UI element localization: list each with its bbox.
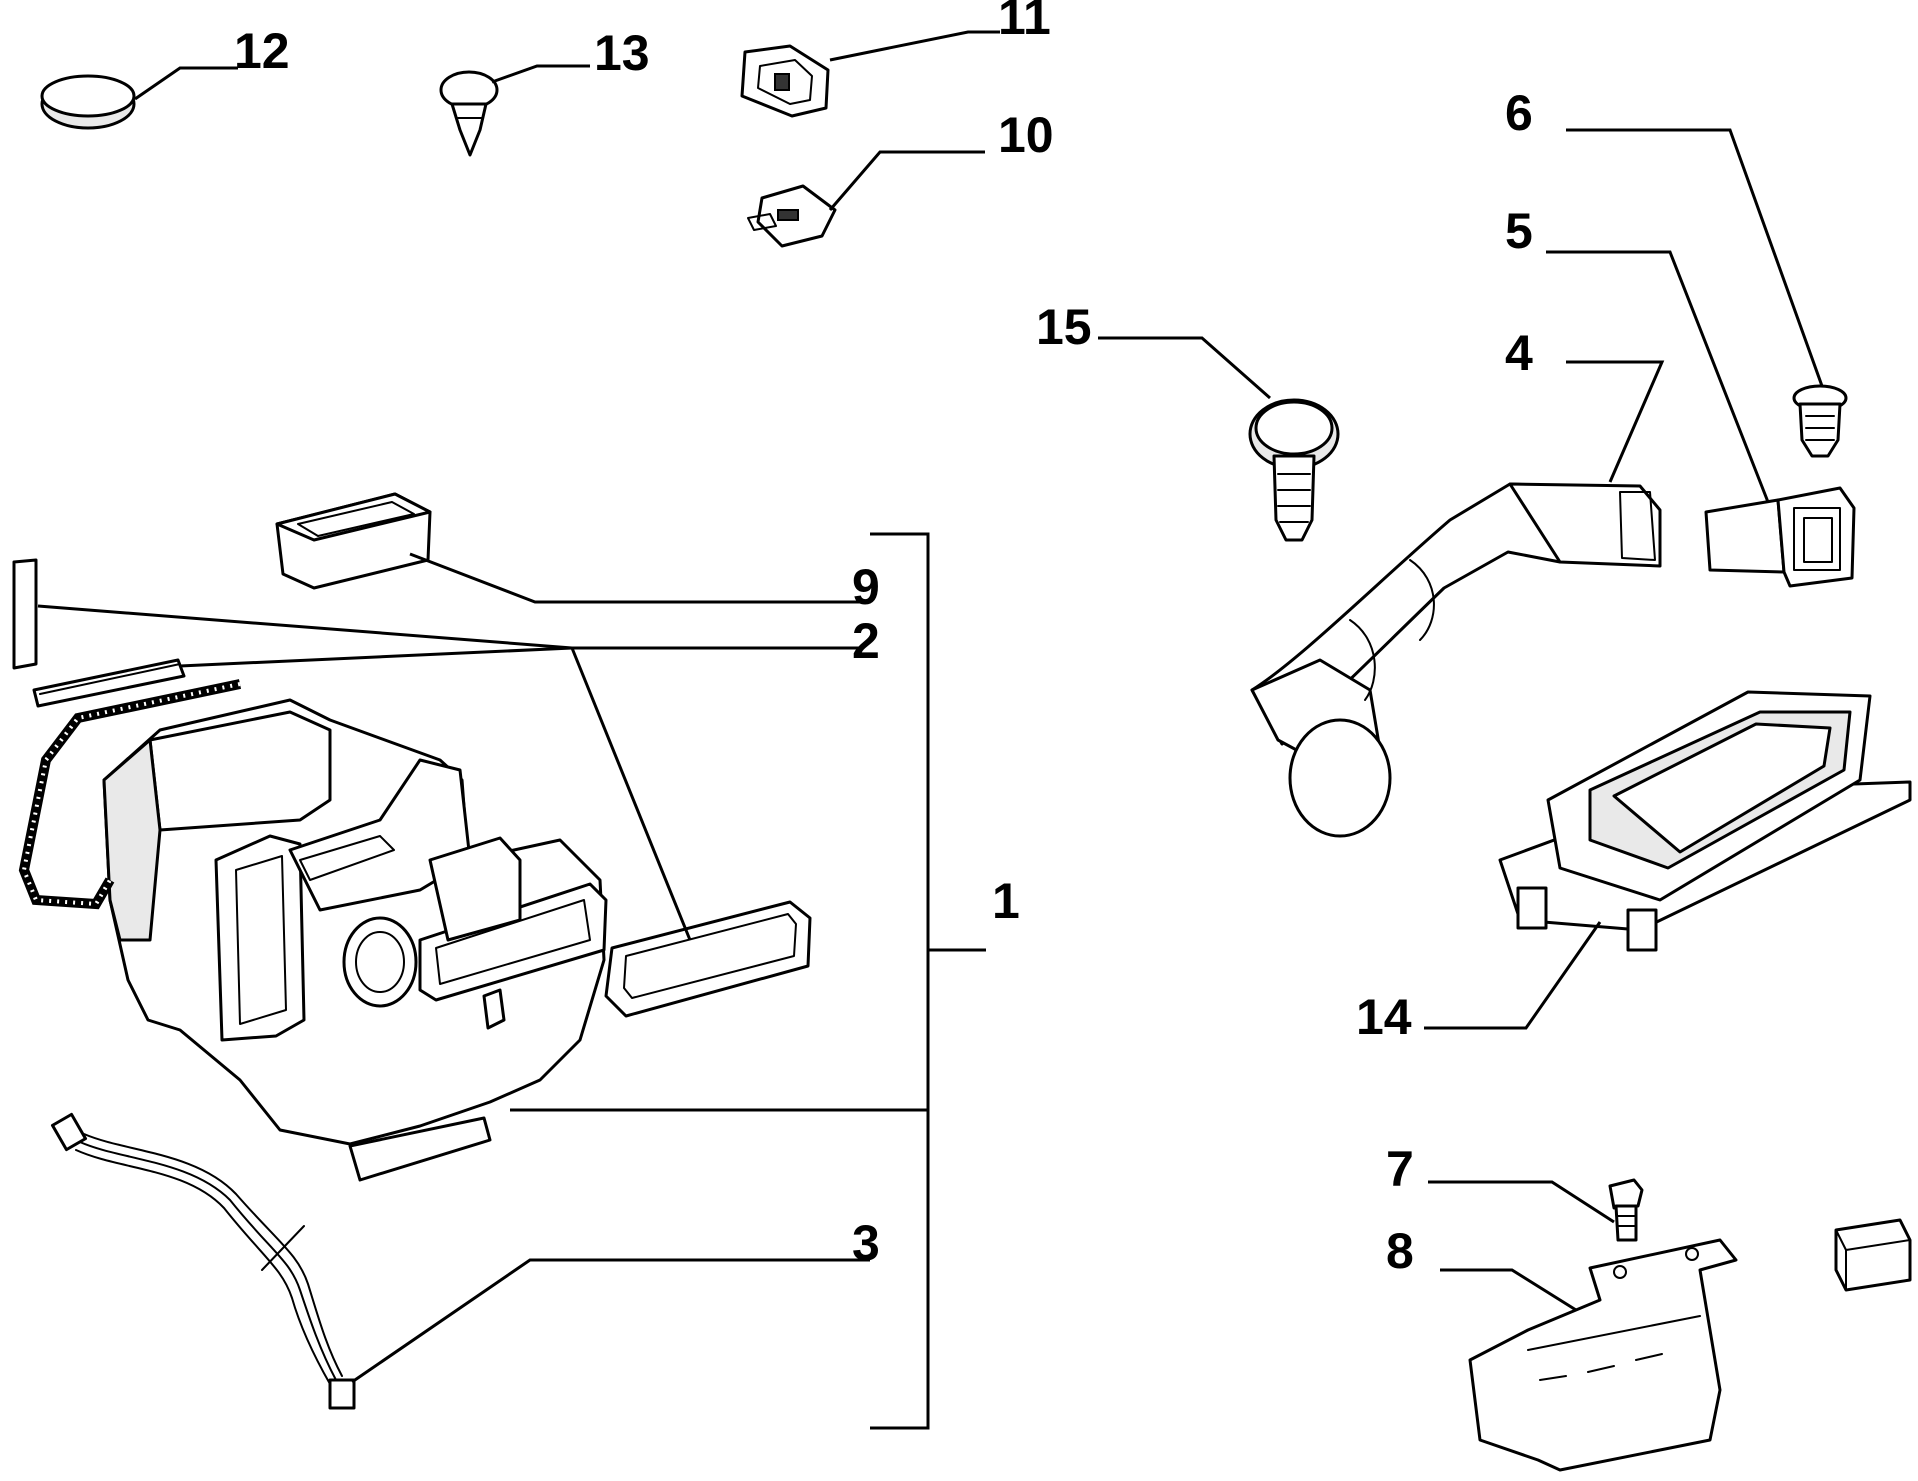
leader-12: [134, 66, 238, 101]
part-2-seal-gasket: [604, 900, 812, 1018]
part-15-plug-fastener: [1248, 398, 1340, 542]
leader-11: [829, 30, 1000, 62]
part-5-duct-adapter: [1704, 486, 1856, 588]
callout-11: 11: [998, 0, 1051, 45]
callout-9: 9: [852, 559, 880, 615]
callout-14: 14: [1356, 989, 1412, 1045]
callout-10: 10: [998, 107, 1054, 163]
assembly-bracket-1: [510, 532, 986, 1430]
part-7-bolt: [1608, 1178, 1644, 1242]
callout-2: 2: [852, 613, 880, 669]
part-11-clip: [740, 44, 830, 118]
leader-9: [409, 552, 860, 604]
callout-15: 15: [1036, 299, 1092, 355]
leader-8: [1440, 1268, 1577, 1312]
callout-6: 6: [1505, 85, 1533, 141]
callout-7: 7: [1386, 1141, 1414, 1197]
leader-6: [1566, 128, 1824, 387]
callout-3: 3: [852, 1215, 880, 1271]
leader-5: [1546, 250, 1770, 503]
callout-1: 1: [992, 873, 1020, 929]
relay-part: [1834, 1218, 1912, 1292]
leader-4: [1566, 360, 1665, 483]
leader-3: [351, 1258, 870, 1384]
part-2-seal-strips: [12, 558, 186, 708]
part-9-filter-frame: [275, 492, 432, 590]
callout-12: 12: [234, 23, 290, 79]
part-1-foam-seal: [18, 679, 242, 910]
part-1-heater-blower-assembly: [102, 698, 608, 1182]
part-14-filter-housing: [1498, 690, 1912, 952]
part-3-wiring-harness: [50, 1112, 356, 1410]
part-12-plug-cap: [40, 74, 136, 130]
leader-14: [1424, 921, 1602, 1030]
part-13-push-rivet: [439, 70, 499, 157]
leader-10: [828, 150, 985, 211]
part-10-clip: [747, 184, 837, 248]
callout-5: 5: [1505, 203, 1533, 259]
part-8-mounting-bracket: [1468, 1238, 1738, 1472]
leader-15: [1098, 336, 1271, 400]
callout-4: 4: [1505, 325, 1533, 381]
leader-13: [491, 64, 590, 84]
leader-7: [1428, 1180, 1615, 1224]
leader-2: [37, 604, 860, 941]
part-6-push-clip: [1792, 384, 1848, 458]
callout-13: 13: [594, 25, 650, 81]
part-4-air-duct: [1250, 482, 1662, 838]
callout-8: 8: [1386, 1223, 1414, 1279]
